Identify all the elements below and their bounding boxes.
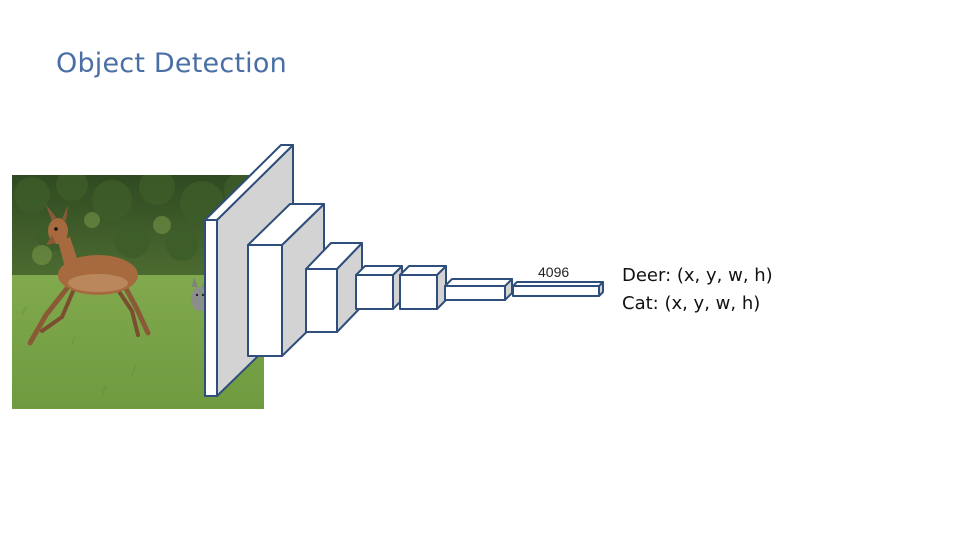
- conv-layer-4: [355, 265, 403, 310]
- slide-title: Object Detection: [56, 48, 287, 79]
- output-cat: Cat: (x, y, w, h): [622, 293, 761, 314]
- detection-outputs: Deer: (x, y, w, h) Cat: (x, y, w, h): [622, 262, 773, 318]
- fc-layer-1: [444, 278, 513, 301]
- fc-layer-4096: [512, 281, 604, 297]
- deer-figure: [27, 205, 151, 346]
- fc-dimension-label: 4096: [538, 264, 570, 280]
- conv-layer-5: [399, 265, 447, 310]
- output-deer: Deer: (x, y, w, h): [622, 265, 773, 286]
